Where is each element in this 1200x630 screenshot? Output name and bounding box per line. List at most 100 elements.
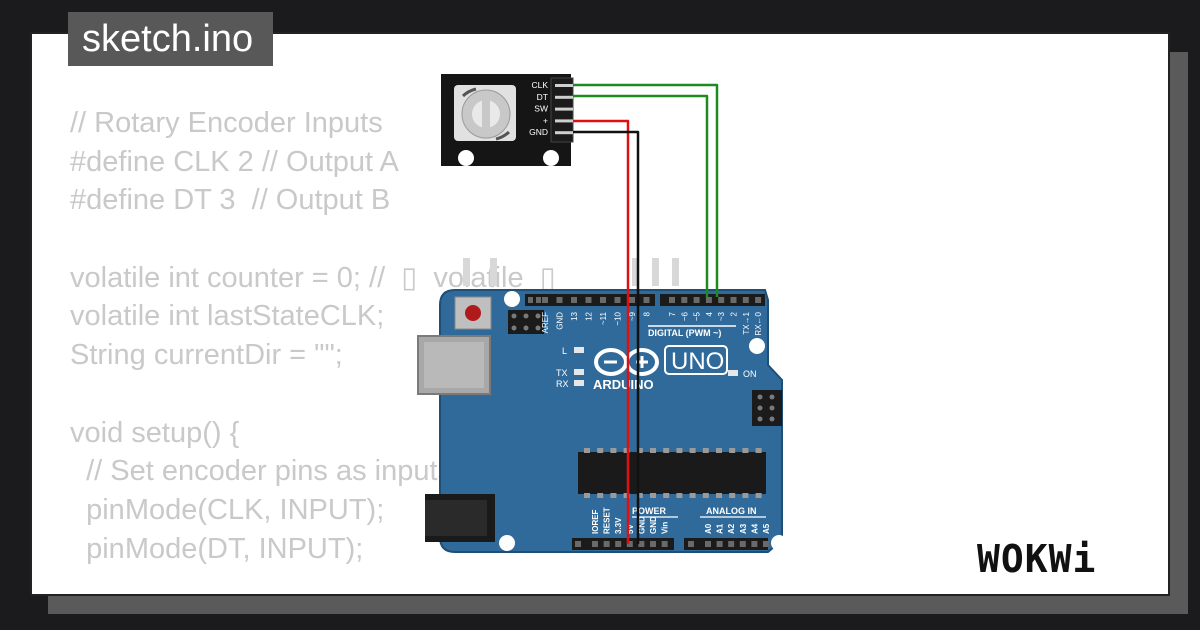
header-hole[interactable] (585, 297, 592, 303)
header-hole[interactable] (693, 297, 700, 303)
chip-pin (716, 448, 722, 453)
led-tx-label: TX (556, 368, 568, 378)
header-hole[interactable] (669, 297, 675, 303)
chip-pin (729, 448, 736, 453)
chip-pin (610, 493, 617, 498)
power-pin-label: 3.3V (614, 517, 623, 534)
header-hole[interactable] (643, 297, 650, 303)
icsp-header-2 (752, 390, 782, 426)
header-hole[interactable] (730, 297, 737, 303)
header-hole[interactable] (638, 541, 645, 547)
analog-pin-label: A4 (750, 523, 759, 534)
chip-pin (650, 448, 656, 453)
header-hole[interactable] (603, 541, 610, 547)
analog-pin-label: A0 (704, 523, 713, 534)
code-line: volatile int counter = 0; // ▯ volatile … (70, 261, 556, 294)
sketch-tab[interactable]: sketch.ino (68, 12, 274, 66)
chip-pin (716, 493, 722, 498)
encoder-pin[interactable] (555, 84, 573, 87)
header-hole[interactable] (751, 541, 758, 547)
header-hole[interactable] (615, 541, 622, 547)
header-hole[interactable] (626, 541, 633, 547)
digital-pin-label: ~10 (614, 311, 623, 325)
digital-pin-label: ~11 (599, 311, 608, 325)
header-hole[interactable] (650, 541, 656, 547)
digital-pin-label: ~9 (628, 311, 637, 321)
led-l-label: L (562, 346, 567, 356)
encoder-pin-label: SW (534, 104, 548, 114)
uno-badge (664, 345, 728, 375)
header-hole[interactable] (556, 297, 563, 303)
chip-pin (650, 493, 656, 498)
header-hole[interactable] (718, 297, 725, 303)
code-line: volatile int lastStateCLK; (70, 300, 385, 333)
chip-pin (729, 493, 736, 498)
power-pin-label: RESET (603, 507, 612, 534)
led-rx (574, 380, 584, 386)
header-hole[interactable] (600, 297, 606, 303)
uno-label: UNO (671, 348, 724, 375)
mount-hole (504, 291, 520, 307)
encoder-pin[interactable] (555, 95, 573, 99)
led-tx (574, 369, 584, 375)
header-hole[interactable] (755, 297, 762, 303)
mount-hole (499, 535, 515, 551)
header-hole[interactable] (592, 541, 598, 547)
digital-pin-label: 8 (643, 311, 652, 316)
chip-pin (755, 493, 762, 498)
digital-pin-label: 2 (730, 311, 739, 316)
chip-pin (623, 448, 630, 453)
header-hole[interactable] (728, 541, 735, 547)
wire-gnd (573, 130, 640, 544)
wire-clk (573, 83, 719, 297)
code-line: pinMode(CLK, INPUT); (70, 493, 385, 526)
chip-pin (597, 493, 604, 498)
header-hole[interactable] (629, 297, 635, 303)
digital-pin-label: RX←0 (754, 311, 763, 335)
header-hole[interactable] (705, 297, 712, 303)
digital-pin-label: 12 (585, 311, 594, 320)
digital-pin-label: ~3 (717, 311, 726, 321)
digital-header-right (660, 294, 765, 306)
header-hole[interactable] (536, 297, 541, 303)
led-l (574, 347, 584, 353)
chip-pin (663, 448, 670, 453)
digital-pin-label: ~5 (693, 311, 702, 321)
power-header (572, 538, 674, 550)
header-hole[interactable] (763, 541, 769, 547)
code-line: #define DT 3 // Output B (70, 184, 391, 217)
led-rx-label: RX (556, 379, 569, 389)
power-label: POWER (632, 506, 667, 516)
header-hole[interactable] (614, 297, 621, 303)
header-hole[interactable] (542, 297, 548, 303)
digital-pin-label: 7 (668, 311, 677, 316)
mount-hole (771, 535, 787, 551)
encoder-pin[interactable] (555, 119, 573, 123)
wire-vcc (573, 119, 630, 544)
digital-pin-label: ~6 (680, 311, 689, 321)
header-hole[interactable] (739, 541, 746, 547)
header-hole[interactable] (742, 297, 749, 303)
header-hole[interactable] (661, 541, 668, 547)
digital-pin-label: AREF (541, 312, 550, 333)
code-line: #define CLK 2 // Output A (70, 145, 399, 178)
header-hole[interactable] (705, 541, 711, 547)
chip-pin (584, 493, 590, 498)
power-pin-label: IOREF (591, 509, 600, 534)
mount-hole (458, 150, 474, 166)
mount-hole (543, 150, 559, 166)
chip-pin (584, 448, 590, 453)
header-hole[interactable] (688, 541, 694, 547)
header-hole[interactable] (716, 541, 723, 547)
header-hole[interactable] (528, 297, 533, 303)
analog-pin-label: A5 (762, 523, 771, 534)
wokwi-logo: WOKWi (977, 537, 1095, 581)
header-hole[interactable] (571, 297, 577, 303)
encoder-pin[interactable] (555, 131, 573, 135)
header-hole[interactable] (575, 541, 581, 547)
header-hole[interactable] (681, 297, 688, 303)
encoder-pin[interactable] (555, 107, 573, 111)
chip-pin (689, 493, 696, 498)
